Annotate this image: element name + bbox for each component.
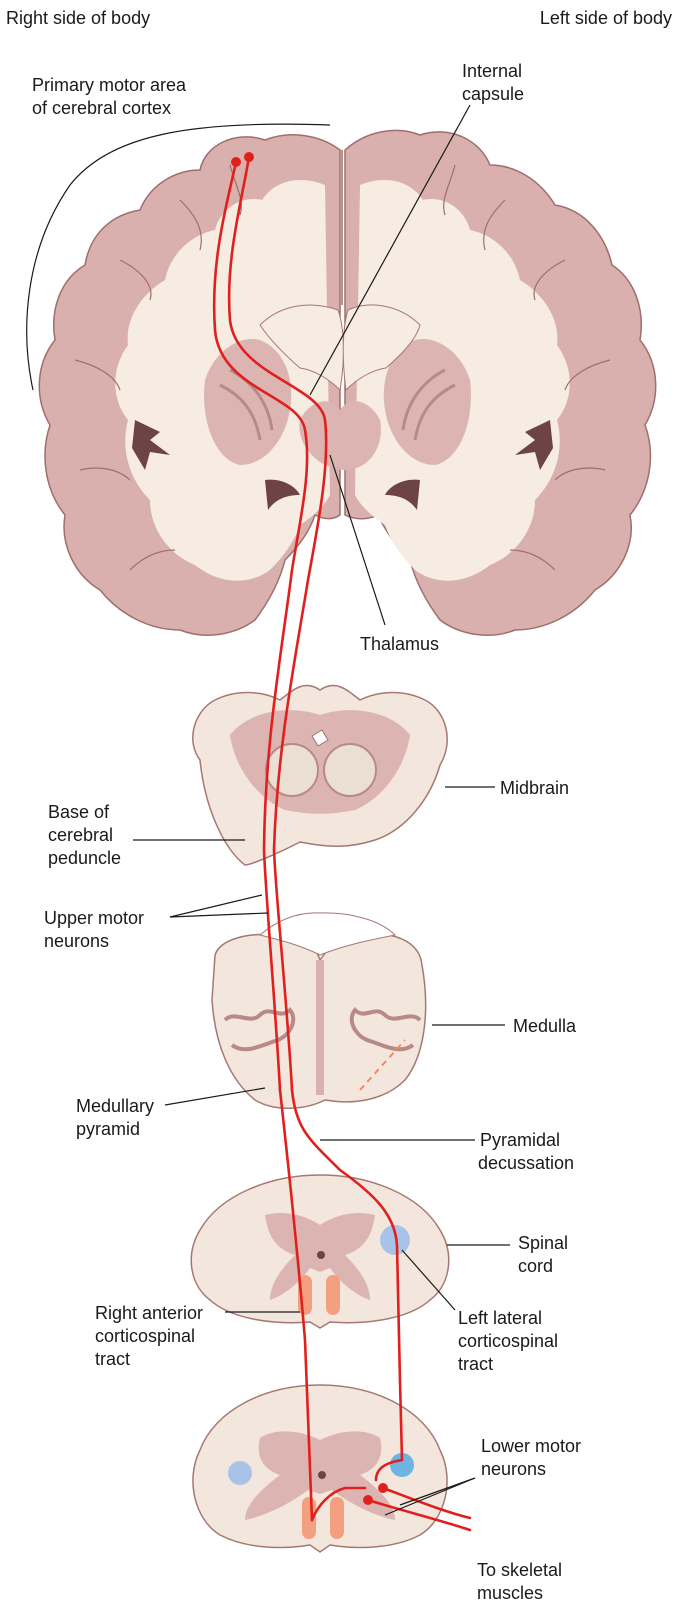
skeletal-muscles-label-2: muscles [477,1583,543,1603]
right-anterior-label-3: tract [95,1349,130,1369]
brain-coronal-section [39,130,655,635]
primary-motor-label-1: Primary motor area [32,75,187,95]
right-anterior-label-2: corticospinal [95,1326,195,1346]
internal-capsule-label-2: capsule [462,84,524,104]
spinal-cord-lower [193,1385,447,1552]
central-canal-lower [318,1471,326,1479]
midbrain-label: Midbrain [500,778,569,798]
lower-motor-label-1: Lower motor [481,1436,581,1456]
midbrain-section [193,685,447,865]
upper-motor-label-1: Upper motor [44,908,144,928]
base-peduncle-label-2: cerebral [48,825,113,845]
internal-capsule-label-1: Internal [462,61,522,81]
spinal-cord-label-1: Spinal [518,1233,568,1253]
left-lateral-label-1: Left lateral [458,1308,542,1328]
lower-motor-label-2: neurons [481,1459,546,1479]
spinal-cord-upper [191,1175,448,1328]
spinal-cord-label-2: cord [518,1256,553,1276]
right-anterior-tract-upper-b [326,1275,340,1315]
cortex-cell-body-b [244,152,254,162]
primary-motor-label-2: of cerebral cortex [32,98,171,118]
medullary-pyramid-label-2: pyramid [76,1119,140,1139]
left-lateral-label-2: corticospinal [458,1331,558,1351]
cortex-cell-body-a [231,157,241,167]
upper-motor-label-2: neurons [44,931,109,951]
right-red-nucleus [266,744,318,796]
base-peduncle-label-1: Base of [48,802,110,822]
right-anterior-label-1: Right anterior [95,1303,203,1323]
right-anterior-tract-lower-b [330,1497,344,1539]
thalamus-label: Thalamus [360,634,439,654]
base-peduncle-label-3: peduncle [48,848,121,868]
right-lateral-corticospinal-tract-lower [228,1461,252,1485]
central-canal-upper [317,1251,325,1259]
left-red-nucleus [324,744,376,796]
pyramidal-decussation-label-1: Pyramidal [480,1130,560,1150]
medullary-pyramid-label-1: Medullary [76,1096,154,1116]
pyramidal-decussation-label-2: decussation [478,1153,574,1173]
medulla-label: Medulla [513,1016,577,1036]
left-lateral-label-3: tract [458,1354,493,1374]
left-side-label: Left side of body [540,8,672,28]
medulla-section [212,913,426,1108]
right-side-label: Right side of body [6,8,150,28]
skeletal-muscles-label-1: To skeletal [477,1560,562,1580]
